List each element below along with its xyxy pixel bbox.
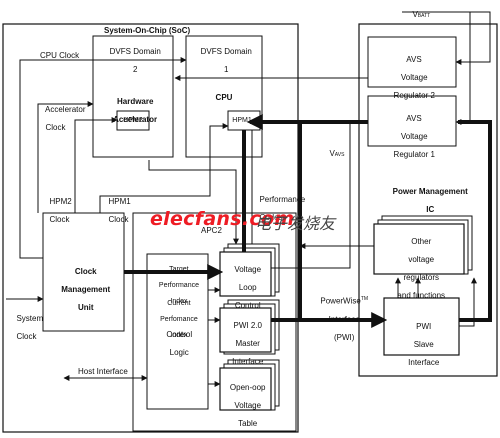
cpu-clock-label: CPU Clock xyxy=(40,51,80,60)
accelerator-clock-label: Accelerator Clock xyxy=(41,96,85,132)
dvfs-domain-2-label: DVFS Domain 2 xyxy=(96,38,170,74)
host-interface-label: Host Interface xyxy=(78,367,128,376)
perf-codes-line2: Codes xyxy=(259,213,283,222)
other-line3: regulators xyxy=(403,273,440,282)
other-line2: voltage xyxy=(408,255,435,264)
hw-acc-line1: Hardware xyxy=(116,97,154,106)
avs-regulator-1-label: AVS Voltage Regulator 1 xyxy=(370,105,454,159)
hw-acc-line2: Accelerator xyxy=(113,115,158,124)
current-line3: Index xyxy=(170,332,188,339)
target-line3: Index xyxy=(170,298,188,305)
vavs-label: VAVS xyxy=(325,140,344,160)
clock-management-unit-label: Clock Management Unit xyxy=(44,258,123,312)
control-logic-label: Control Logic xyxy=(148,321,206,357)
target-line2: Performance xyxy=(158,282,199,289)
acc-clock-line1: Accelerator xyxy=(45,105,86,114)
open-loop-voltage-table-box xyxy=(219,367,272,411)
dvfs-domain-1-box xyxy=(185,35,263,158)
ovt-line1: Open-oop xyxy=(229,383,266,392)
cmu-line1: Clock xyxy=(74,267,97,276)
pmic-title: Power Management IC xyxy=(368,178,488,214)
hpm1-clock-line1: HPM1 xyxy=(108,197,131,206)
pwi-master-line2: Master xyxy=(235,339,260,348)
vavs-sub: AVS xyxy=(334,152,345,158)
vbatt-sub: BATT xyxy=(417,13,431,19)
control-line1: Control xyxy=(166,330,193,339)
current-index-label: Current Perfomance Index xyxy=(148,292,206,340)
current-line2: Perfomance xyxy=(160,316,198,323)
dvfs2-line1: DVFS Domain xyxy=(109,47,161,56)
pmic-line2: IC xyxy=(426,205,435,214)
powerwise-tm: TM xyxy=(360,296,369,302)
system-clock-line1: System xyxy=(16,314,44,323)
dvfs-domain-1-label: DVFS Domain 1 xyxy=(188,38,260,74)
cmu-line3: Unit xyxy=(77,303,94,312)
target-line1: Target xyxy=(169,266,189,273)
hpm1-label: HPM1 xyxy=(232,117,252,124)
voltage-loop-control-label: Voltage Loop Control xyxy=(221,256,270,310)
pwi-master-interface-box xyxy=(219,307,272,353)
hpm2-clock-line1: HPM2 xyxy=(49,197,72,206)
hpm2-clock-label: HPM2 Clock xyxy=(45,188,72,224)
pwi-slave-line1: PWI xyxy=(416,322,432,331)
ovt-line2: Voltage xyxy=(234,401,262,410)
target-index-label: Target Performance Index xyxy=(148,258,206,306)
powerwise-line2: Interface xyxy=(328,314,360,324)
vlc-line2: Loop xyxy=(238,283,257,292)
hpm1-clock-label: HPM1 Clock xyxy=(104,188,131,224)
pwi-slave-line3: Interface xyxy=(408,358,440,367)
pmic-line1: Power Management xyxy=(392,187,468,196)
ovt-line3: Table xyxy=(238,419,258,428)
dvfs1-line2: 1 xyxy=(224,65,229,74)
hpm1-clock-line2: Clock xyxy=(108,215,129,224)
pwi-master-line3: Interface xyxy=(232,357,264,366)
avs2-line1: AVS xyxy=(406,55,422,64)
pwi-slave-interface-label: PWI Slave Interface xyxy=(385,313,458,367)
other-line4: and functions xyxy=(397,291,446,300)
pwi-master-line1: PWI 2.0 xyxy=(233,321,262,330)
avs-regulator-2-label: AVS Voltage Regulator 2 xyxy=(370,46,454,100)
open-loop-voltage-table-label: Open-oop Voltage Table xyxy=(221,374,270,428)
system-clock-label: System Clock xyxy=(12,305,43,341)
cmu-line2: Management xyxy=(61,285,111,294)
vbatt-label: VBATT xyxy=(408,1,430,21)
other-line1: Other xyxy=(411,237,432,246)
control-line2: Logic xyxy=(169,348,189,357)
avs1-line3: Regulator 1 xyxy=(393,150,435,159)
other-regulators-label: Other voltage regulators and functions xyxy=(376,228,462,300)
hpm2-clock-line2: Clock xyxy=(49,215,70,224)
dvfs-domain-2-box xyxy=(92,35,174,158)
avs1-line1: AVS xyxy=(406,114,422,123)
dvfs2-line2: 2 xyxy=(133,65,138,74)
perf-codes-line1: Performance xyxy=(259,195,306,204)
cpu-label: CPU xyxy=(215,93,233,102)
avs2-line3: Regulator 2 xyxy=(393,91,435,100)
other-regulators-box xyxy=(373,223,465,275)
powerwise-interface-label: PowerWiseTM Interface (PWI) xyxy=(304,286,380,342)
hpm2-label: HPM2 xyxy=(123,117,143,124)
control-logic-box xyxy=(146,253,209,410)
pmic-boundary xyxy=(358,23,498,377)
watermark-logo: elecfans.com xyxy=(150,208,295,230)
hardware-accelerator-label: Hardware Accelerator xyxy=(96,88,170,124)
performance-codes-label: Performance Codes xyxy=(255,186,305,222)
powerwise-line3: (PWI) xyxy=(334,332,355,342)
vbatt-v: V xyxy=(412,10,418,19)
vavs-v: V xyxy=(329,149,335,158)
apc2-label: APC2 xyxy=(201,226,222,235)
avs1-line2: Voltage xyxy=(400,132,428,141)
current-line1: Current xyxy=(167,300,191,307)
dvfs1-line1: DVFS Domain xyxy=(200,47,252,56)
soc-title: System-On-Chip (SoC) xyxy=(104,26,191,35)
acc-clock-line2: Clock xyxy=(45,123,66,132)
powerwise-line1: PowerWise xyxy=(320,296,361,306)
vlc-line1: Voltage xyxy=(234,265,262,274)
pwi-master-interface-label: PWI 2.0 Master Interface xyxy=(221,312,270,366)
pwi-slave-line2: Slave xyxy=(413,340,434,349)
watermark-cn: 电子发烧友 xyxy=(255,214,336,233)
system-clock-line2: Clock xyxy=(16,332,37,341)
avs2-line2: Voltage xyxy=(400,73,428,82)
vlc-line3: Control xyxy=(234,301,261,310)
